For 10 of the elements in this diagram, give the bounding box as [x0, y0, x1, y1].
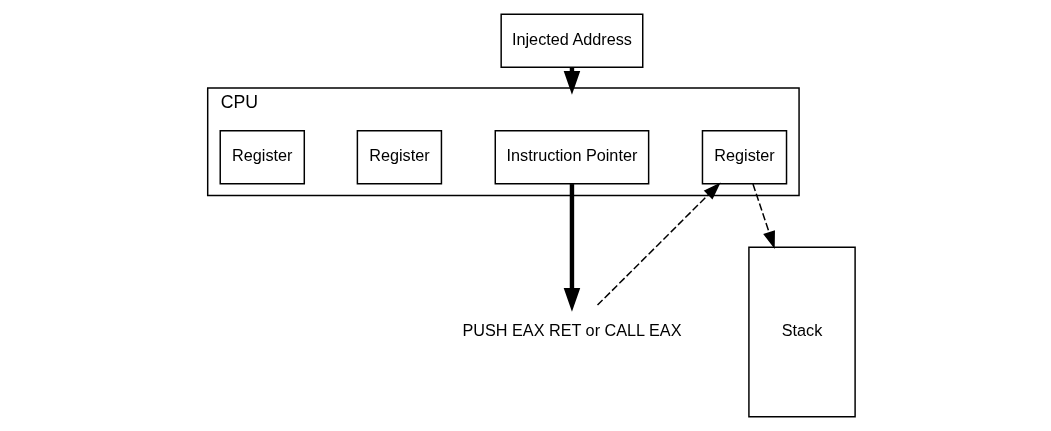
node-box: Register	[219, 129, 306, 185]
arrow	[752, 183, 775, 249]
node-box: Register	[701, 129, 788, 185]
node-text: PUSH EAX RET or CALL EAX	[462, 321, 682, 340]
node-box: Instruction Pointer	[494, 129, 650, 185]
node-box: Register	[356, 129, 443, 185]
node-box: Stack	[748, 246, 856, 418]
arrow	[596, 182, 721, 306]
node-box: Injected Address	[500, 13, 644, 69]
arrow	[563, 184, 581, 312]
